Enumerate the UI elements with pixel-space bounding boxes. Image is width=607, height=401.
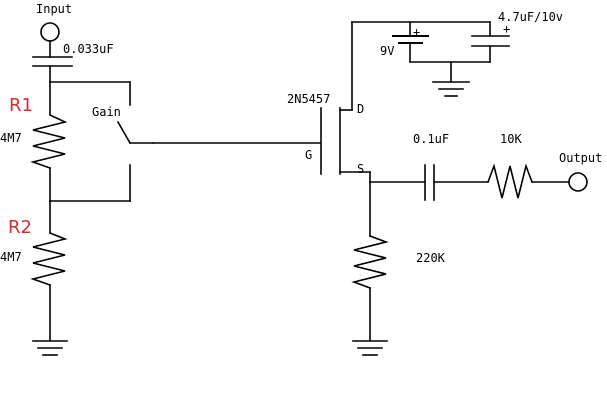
input-terminal[interactable] (40, 22, 60, 42)
r1-value-label: 4M7 (0, 131, 22, 145)
supply-capacitor (471, 35, 510, 47)
output-terminal[interactable] (568, 172, 588, 192)
supply-cap-label: 4.7uF/10v (498, 10, 563, 24)
r1-name-label: R1 (9, 95, 33, 116)
r1-resistor (30, 113, 68, 170)
r2-resistor (30, 231, 68, 287)
input-label: Input (36, 2, 72, 16)
r2-name-label: R2 (8, 217, 32, 238)
gate-label: G (305, 148, 312, 162)
ground-icon-source (352, 340, 388, 356)
battery-plus-label: + (413, 25, 420, 39)
output-label: Output (559, 151, 602, 165)
gain-switch-lever[interactable] (116, 120, 132, 145)
ground-icon-left (32, 340, 68, 356)
gain-label: Gain (92, 105, 121, 119)
output-resistor (486, 163, 534, 199)
input-capacitor (32, 56, 73, 67)
battery-label: 9V (380, 44, 394, 58)
source-resistor-label: 220K (416, 251, 446, 265)
source-label: S (357, 162, 364, 176)
r2-value-label: 4M7 (0, 250, 22, 264)
source-resistor (351, 234, 389, 290)
output-cap-label: 0.1uF (413, 132, 449, 146)
ground-icon-supply (432, 81, 470, 97)
transistor-label: 2N5457 (287, 92, 330, 106)
output-capacitor (424, 164, 435, 201)
battery-9v (392, 35, 429, 44)
drain-label: D (357, 102, 364, 116)
input-cap-label: 0.033uF (63, 42, 114, 56)
output-resistor-label: 10K (500, 132, 522, 146)
supply-cap-plus-label: + (503, 22, 510, 36)
